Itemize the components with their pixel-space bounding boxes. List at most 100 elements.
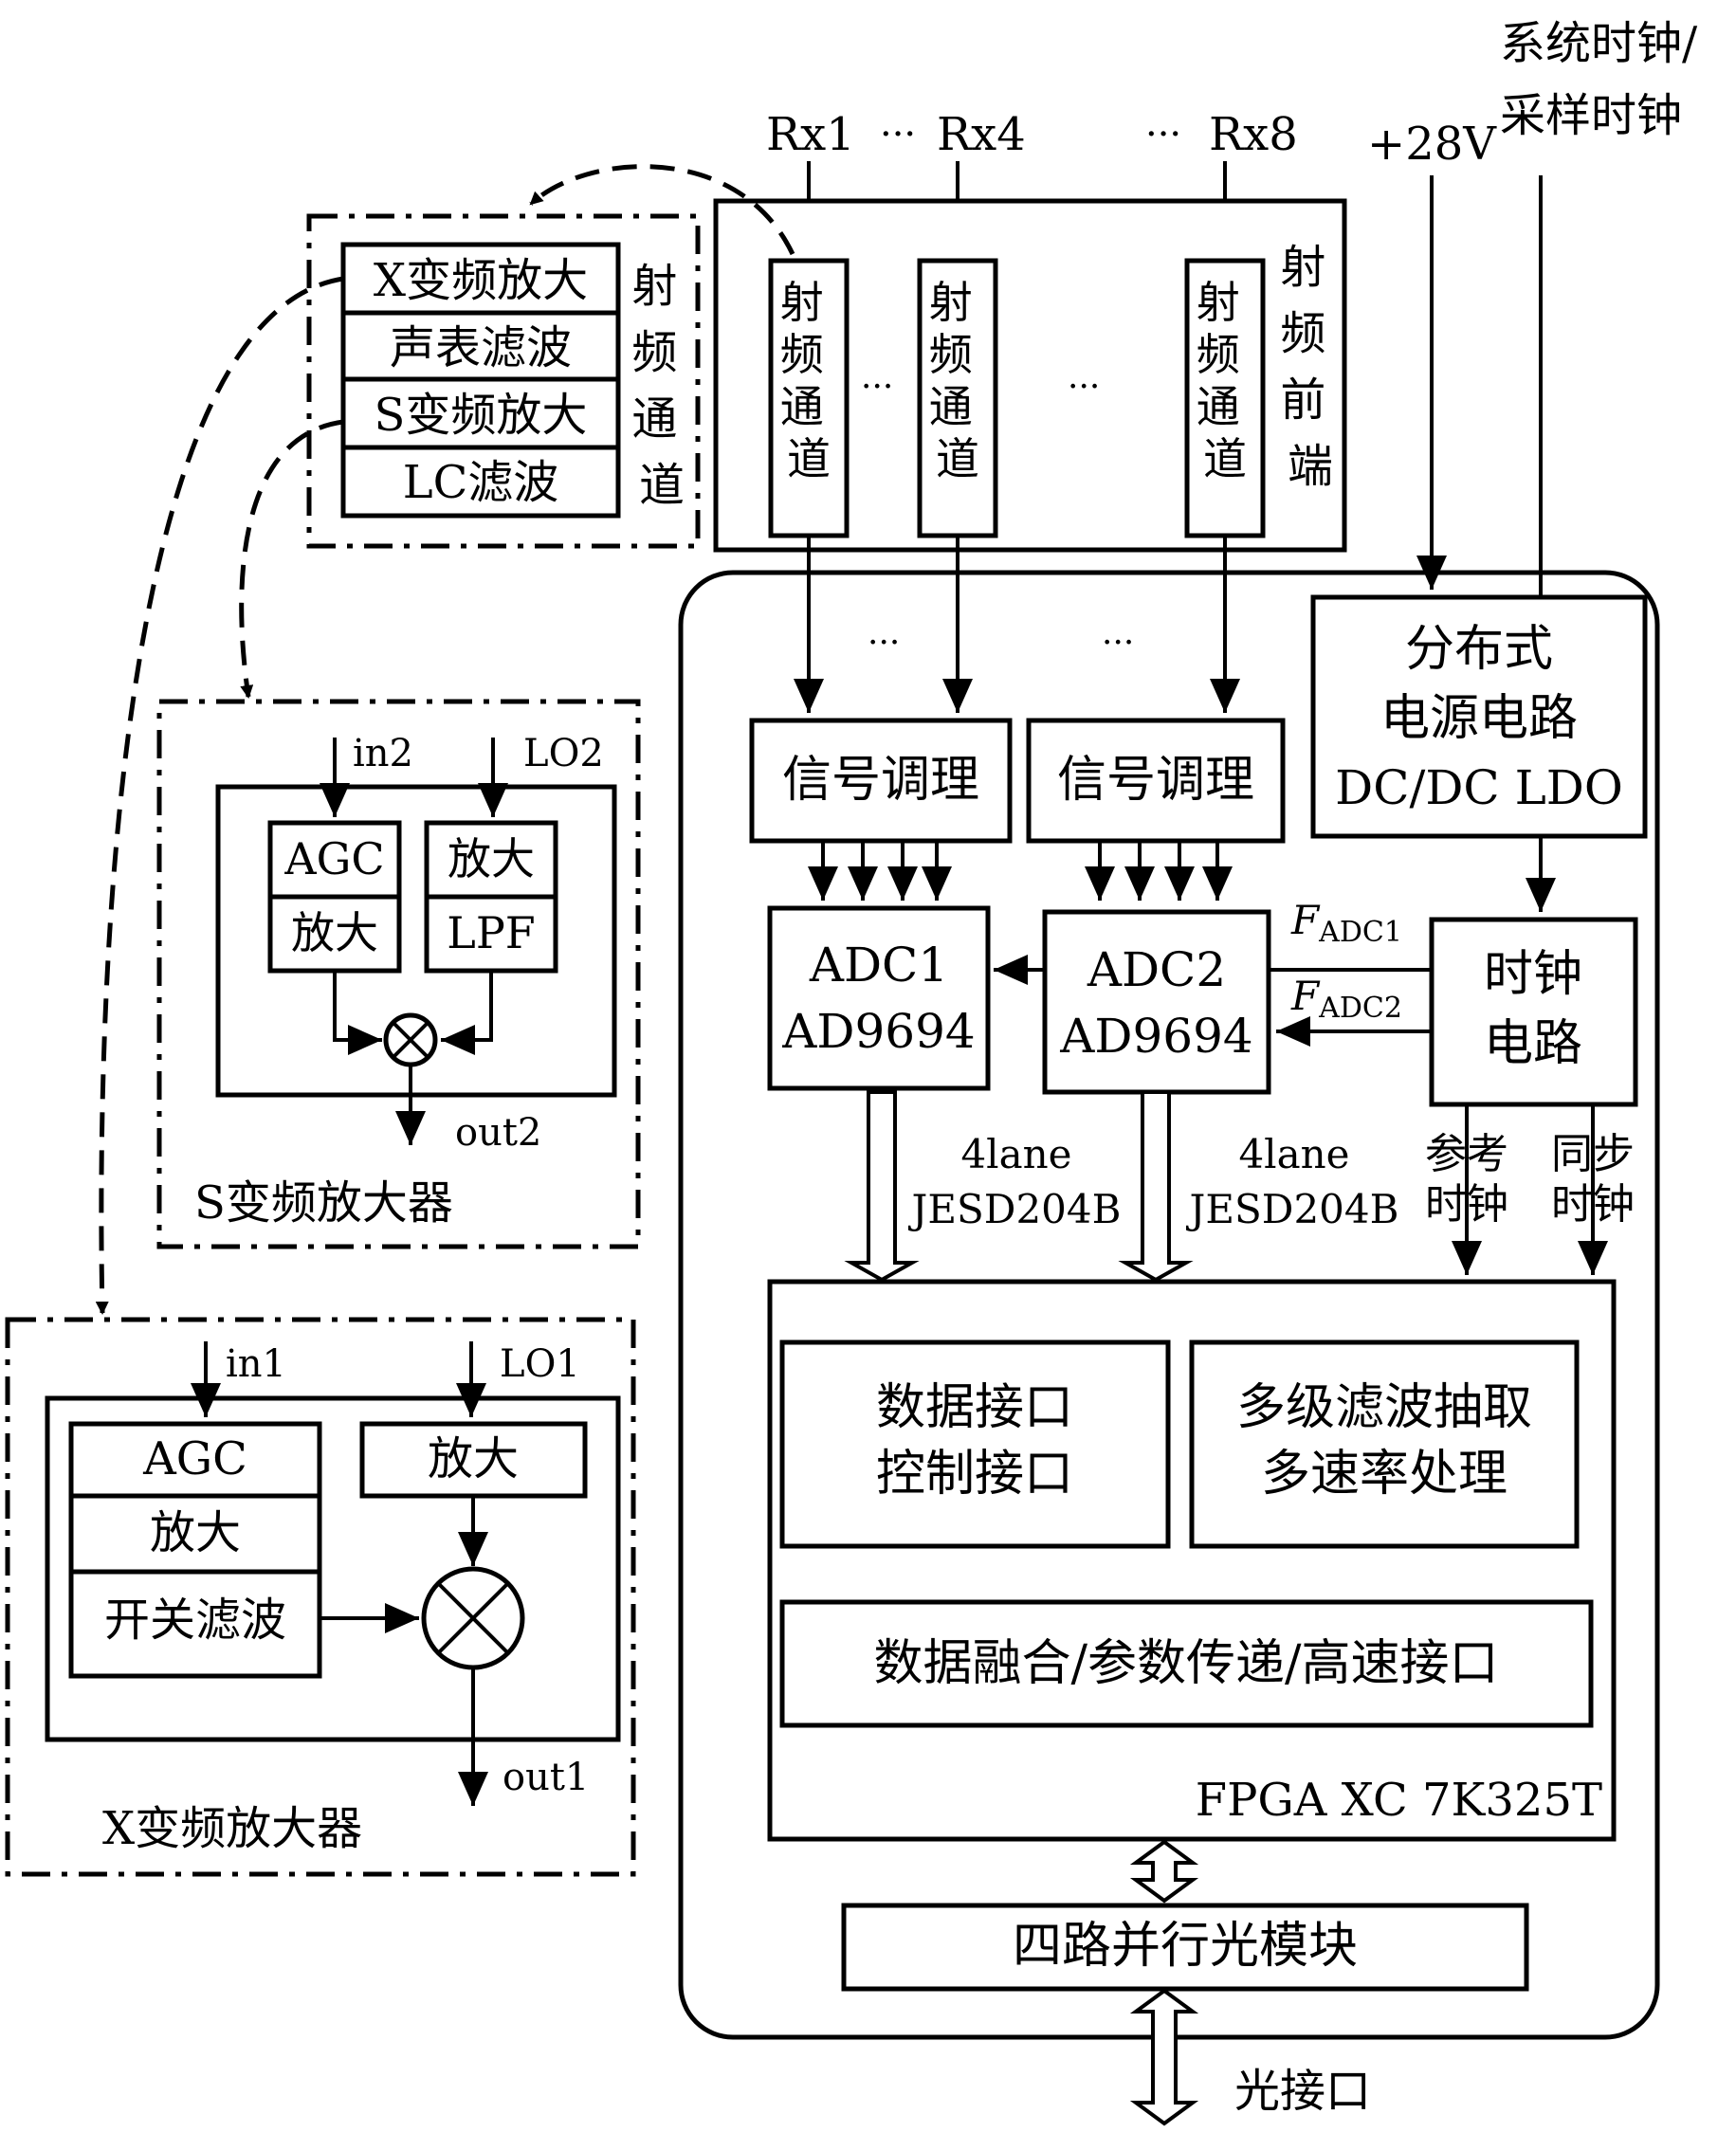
rx8-label: Rx8 <box>1209 108 1298 161</box>
clock-input-label-2: 采样时钟 <box>1500 89 1682 142</box>
rx4-label: Rx4 <box>937 108 1026 161</box>
s-amp-connector <box>239 419 344 699</box>
data-interface-block: 数据接口 控制接口 <box>779 1339 1171 1549</box>
s-amp-out-label: out2 <box>455 1111 541 1155</box>
ref-clock-label-1: 参考 <box>1425 1130 1508 1178</box>
rf-frontend-label-2: 频 <box>1280 307 1325 360</box>
fadc1-main: F <box>1290 897 1321 943</box>
data-fusion-block: 数据融合/参数传递/高速接口 <box>779 1599 1594 1728</box>
x-amp-title: X变频放大器 <box>102 1802 362 1855</box>
rf-frontend-label-4: 端 <box>1288 440 1333 493</box>
filter-decimation-label-1: 多级滤波抽取 <box>1236 1379 1532 1436</box>
x-amplifier-detail: in1 LO1 AGC 放大 开关滤波 放大 out1 X变频放大器 <box>5 1317 636 1877</box>
fadc2-main: F <box>1290 973 1321 1019</box>
optical-interface-arrow <box>1129 1988 1199 2126</box>
rf-channel-1: 射 频 通 道 <box>768 258 850 538</box>
filter-decimation-label-2: 多速率处理 <box>1261 1446 1508 1503</box>
fadc1-label: FADC1 <box>1290 897 1402 949</box>
rx1-label: Rx1 <box>766 108 855 161</box>
rf-frontend-label-1: 射 <box>1280 241 1325 294</box>
x-amp-out-label: out1 <box>503 1756 589 1799</box>
data-fusion-label: 数据融合/参数传递/高速接口 <box>873 1635 1498 1692</box>
clock-circuit-block: 时钟 电路 <box>1429 917 1638 1107</box>
power-input-label: +28V <box>1367 118 1497 171</box>
optical-module-block: 四路并行光模块 <box>841 1903 1529 1992</box>
rf-stage-x-mixer: X变频放大 <box>374 254 588 307</box>
rf-channel-label-1: 射 <box>780 277 824 328</box>
x-amp-mixer-icon <box>421 1566 525 1670</box>
clock-circuit-label-1: 时钟 <box>1484 946 1582 1003</box>
signal-conditioning-2: 信号调理 <box>1026 718 1286 844</box>
rf-frontend-label-3: 前 <box>1280 374 1325 427</box>
power-circuit-label-3: DC/DC LDO <box>1335 760 1623 815</box>
rf-stage-lc-filter: LC滤波 <box>403 456 559 509</box>
power-circuit-label-1: 分布式 <box>1405 621 1553 678</box>
rf-channel-label-2: 频 <box>780 329 824 380</box>
rf-input-labels: Rx1 ··· Rx4 ··· Rx8 <box>766 108 1298 161</box>
bus-dots-1: ··· <box>868 624 900 663</box>
adc2-link-label-2: JESD204B <box>1186 1186 1399 1232</box>
rf-channel-label-3: 通 <box>780 381 824 432</box>
x-amp-connector <box>95 276 344 1315</box>
bus-dots-2: ··· <box>1102 624 1134 663</box>
s-amp-in-label: in2 <box>353 732 413 775</box>
conditioning-to-adc1-lines <box>808 841 952 901</box>
data-interface-label-2: 控制接口 <box>876 1446 1073 1503</box>
s-amp-mixer-icon <box>383 1012 438 1067</box>
rf-channel-8: 射 频 通 道 <box>1184 258 1266 538</box>
clock-circuit-label-2: 电路 <box>1484 1015 1582 1072</box>
fadc2-label: FADC2 <box>1290 973 1402 1025</box>
rx-dots-2: ··· <box>1145 113 1181 156</box>
rf-channel-4: 射 频 通 道 <box>917 258 998 538</box>
s-amp-lo-label: LO2 <box>523 732 604 775</box>
rf-channel-detail: X变频放大 声表滤波 S变频放大 LC滤波 射 频 通 道 <box>306 213 701 549</box>
adc2-block: ADC2 AD9694 <box>1042 909 1271 1095</box>
rf-detail-label-1: 射 <box>631 260 677 313</box>
rf-detail-label-2: 频 <box>631 326 677 379</box>
rf-channel-label-1: 射 <box>929 277 973 328</box>
adc1-link-label-2: JESD204B <box>908 1186 1122 1232</box>
clock-input-label-1: 系统时钟/ <box>1500 17 1698 70</box>
rf-channel-label: 射 频 通 道 <box>780 277 838 484</box>
rf-channel-label-3: 通 <box>929 381 973 432</box>
signal-conditioning-label: 信号调理 <box>1057 752 1254 809</box>
rf-stage-saw-filter: 声表滤波 <box>390 321 572 374</box>
rf-channel-label-4: 道 <box>1203 433 1247 484</box>
s-amp-amp-label: 放大 <box>291 907 378 958</box>
s-amp-title: S变频放大器 <box>194 1176 453 1230</box>
sync-clock-label-2: 时钟 <box>1551 1180 1635 1229</box>
adc2-link-label-1: 4lane <box>1238 1131 1349 1177</box>
rf-channel-label-3: 通 <box>1197 381 1240 432</box>
power-circuit-block: 分布式 电源电路 DC/DC LDO <box>1310 594 1648 839</box>
s-amp-lpf-label: LPF <box>447 907 535 958</box>
x-amp-lo-amp-label: 放大 <box>428 1432 519 1485</box>
rf-stage-s-mixer: S变频放大 <box>375 389 588 442</box>
conditioning-to-adc2-lines <box>1085 841 1233 901</box>
x-amp-in-label: in1 <box>226 1342 286 1386</box>
ref-clock-label-2: 时钟 <box>1425 1180 1508 1229</box>
data-interface-label-1: 数据接口 <box>876 1379 1073 1436</box>
optical-module-label: 四路并行光模块 <box>1013 1918 1358 1975</box>
s-amp-lo-amp-label: 放大 <box>448 833 535 884</box>
rf-detail-label-3: 通 <box>631 392 677 446</box>
rf-channel-label-4: 道 <box>787 433 831 484</box>
x-amp-filter-label: 开关滤波 <box>104 1594 286 1647</box>
rf-channel-label-2: 频 <box>1197 329 1240 380</box>
fadc1-sub: ADC1 <box>1318 916 1402 949</box>
rf-channel-dots-2: ··· <box>1068 368 1100 407</box>
power-circuit-label-2: 电源电路 <box>1380 690 1578 747</box>
fpga-optical-arrow <box>1129 1839 1199 1904</box>
rf-detail-label-4: 道 <box>639 459 685 512</box>
rf-channel-detail-label: 射 频 通 道 <box>631 260 691 512</box>
sync-clock-label-1: 同步 <box>1551 1130 1635 1178</box>
signal-conditioning-label: 信号调理 <box>782 752 979 809</box>
filter-decimation-block: 多级滤波抽取 多速率处理 <box>1189 1339 1580 1549</box>
s-amp-agc-label: AGC <box>283 833 384 884</box>
rf-frontend-label: 射 频 前 端 <box>1280 241 1340 493</box>
adc1-link-label-1: 4lane <box>960 1131 1071 1177</box>
x-amp-amp-label: 放大 <box>150 1506 241 1559</box>
adc2-label-2: AD9694 <box>1059 1009 1252 1064</box>
rf-channel-label-2: 频 <box>929 329 973 380</box>
optical-interface-label: 光接口 <box>1234 2065 1371 2118</box>
rf-frontend: 射 频 通 道 ··· 射 频 通 道 ··· 射 频 通 道 <box>713 198 1347 553</box>
